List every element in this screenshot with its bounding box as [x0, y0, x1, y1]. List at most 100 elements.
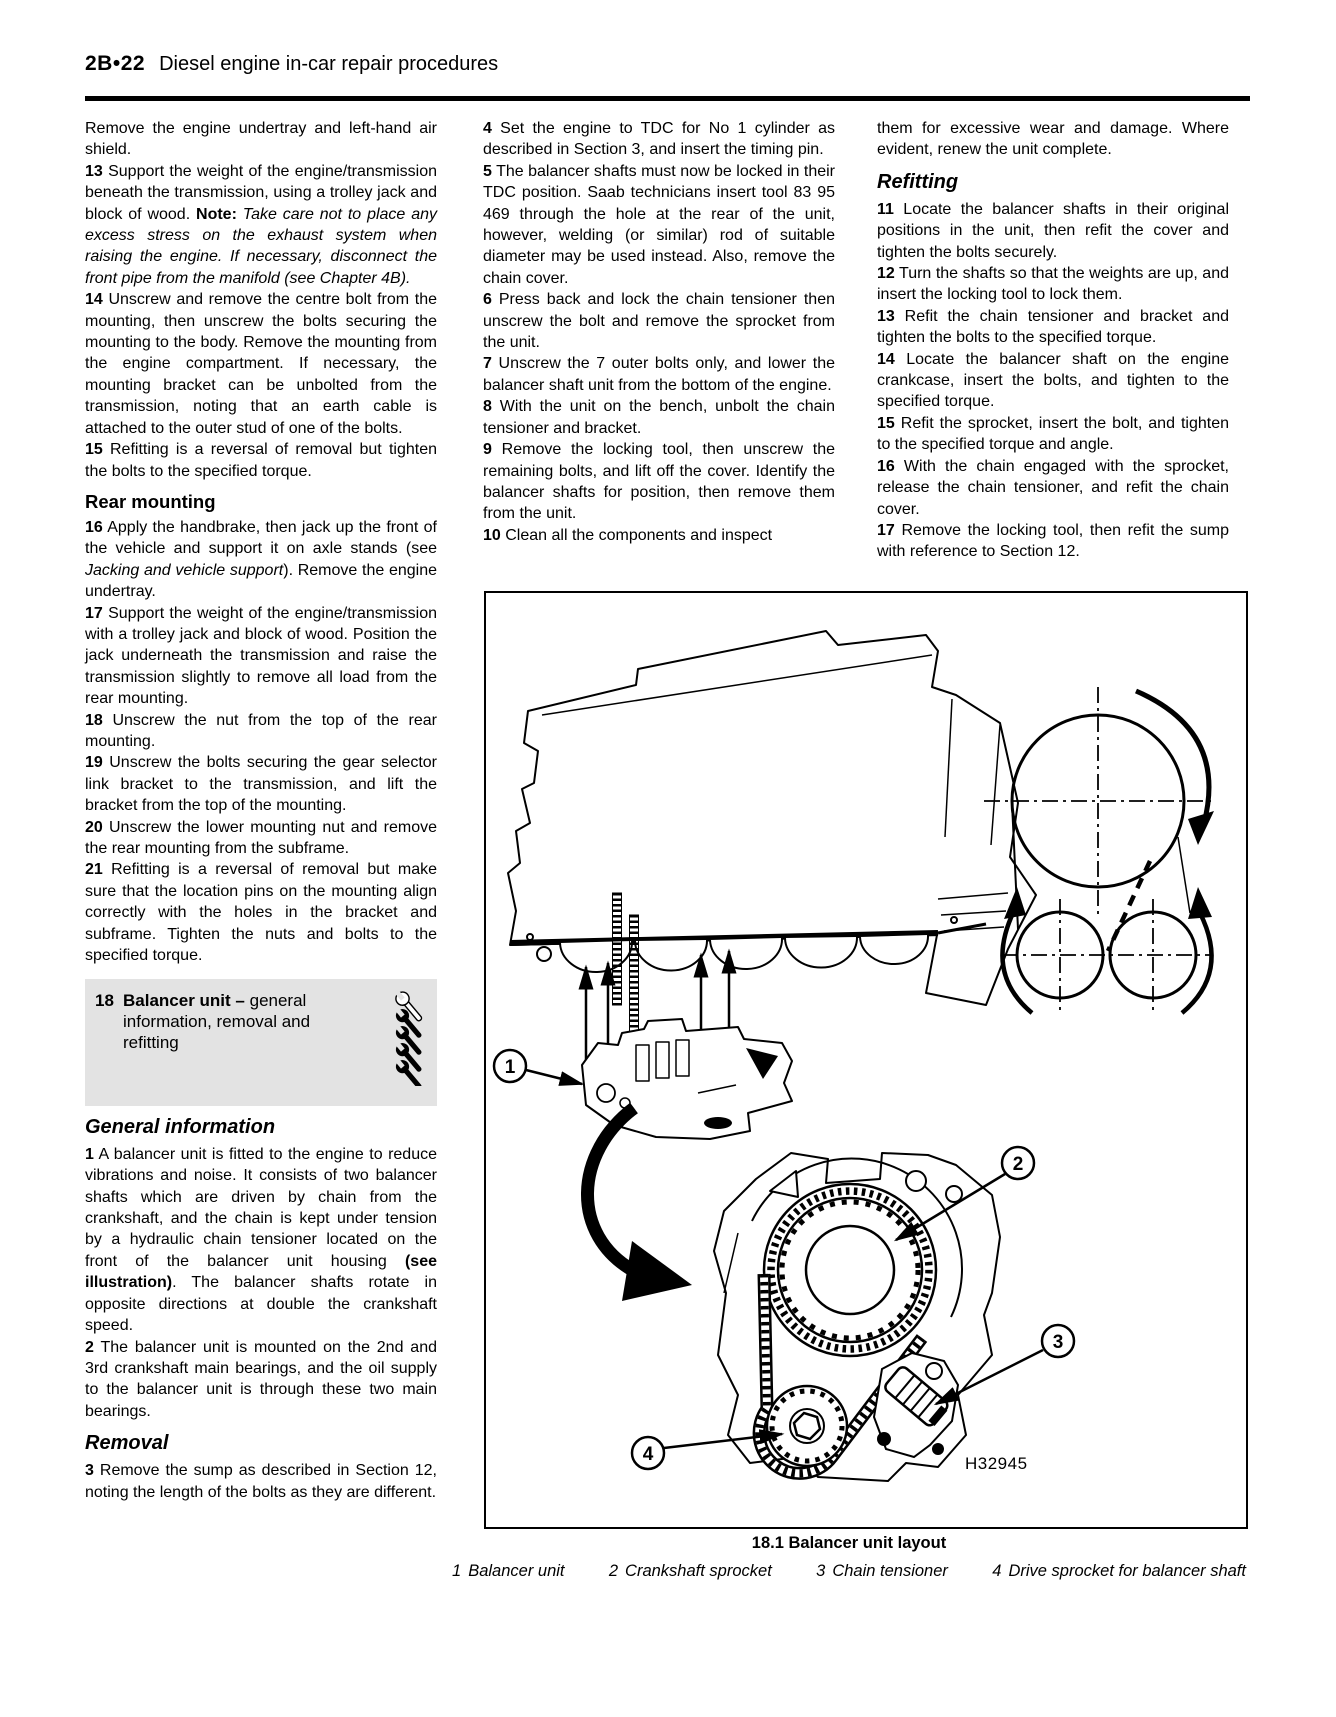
step-number: 16: [85, 518, 103, 536]
paragraph: 3 Remove the sump as described in Sectio…: [85, 1460, 437, 1503]
paragraph: 1 A balancer unit is fitted to the engin…: [85, 1144, 437, 1337]
balancer-drive-sprocket: [765, 1384, 849, 1468]
callout-1-number: 1: [505, 1057, 516, 1078]
step-number: 16: [877, 457, 895, 475]
paragraph: 14 Unscrew and remove the centre bolt fr…: [85, 289, 437, 439]
paragraph: 21 Refitting is a reversal of removal bu…: [85, 859, 437, 966]
text-segment: Remove the locking tool, then refit the …: [877, 521, 1229, 561]
step-number: 21: [85, 861, 103, 879]
callout-4: 4: [630, 1429, 785, 1471]
figure-caption-title: 18.1 Balancer unit layout: [751, 1534, 947, 1552]
section-title: Balancer unit – general information, rem…: [123, 991, 311, 1053]
text-segment: Remove the engine undertray and left-han…: [85, 120, 437, 159]
page-number: 2B•22: [85, 52, 146, 75]
text-segment: The balancer unit is mounted on the 2nd …: [85, 1338, 437, 1420]
column-right: them for excessive wear and damage. Wher…: [877, 118, 1229, 563]
text-segment: Unscrew and remove the centre bolt from …: [85, 291, 437, 437]
sub-heading: Rear mounting: [85, 490, 216, 512]
text-segment: Support the weight of the engine/transmi…: [85, 162, 437, 223]
text-segment: Press back and lock the chain tensioner …: [483, 291, 835, 352]
paragraph: Remove the engine undertray and left-han…: [85, 118, 437, 161]
paragraph: 20 Unscrew the lower mounting nut and re…: [85, 817, 437, 860]
crankshaft-sprocket-and-chain: [752, 1182, 938, 1480]
text-segment: Locate the balancer shafts in their orig…: [877, 200, 1229, 261]
step-number: 14: [85, 291, 103, 309]
text-segment: Set the engine to TDC for No 1 cylinder …: [483, 120, 835, 159]
text-segment: Turn the shafts so that the weights are …: [877, 265, 1229, 304]
callout-1: 1: [492, 1048, 585, 1086]
italic-heading: General information: [85, 1115, 276, 1138]
engine-block-illustration: [507, 630, 1037, 1006]
paragraph: 4 Set the engine to TDC for No 1 cylinde…: [483, 118, 835, 161]
figure-18-1-frame: 1 2 3 4 H32945: [484, 591, 1248, 1529]
step-number: 15: [85, 441, 103, 459]
text-segment: Unscrew the 7 outer bolts only, and lowe…: [483, 355, 835, 394]
italic-heading: Removal: [85, 1432, 169, 1455]
step-number: 4: [483, 120, 492, 137]
paragraph: 16 With the chain engaged with the sproc…: [877, 456, 1229, 520]
step-number: 17: [877, 521, 895, 539]
step-number: 19: [85, 754, 103, 772]
paragraph: 11 Locate the balancer shafts in their o…: [877, 199, 1229, 263]
paragraph: 14 Locate the balancer shaft on the engi…: [877, 349, 1229, 413]
callout-3: 3: [933, 1323, 1076, 1406]
paragraph: 17 Support the weight of the engine/tran…: [85, 603, 437, 710]
text-segment: With the unit on the bench, unbolt the c…: [483, 398, 835, 437]
text-segment: Remove the locking tool, then unscrew th…: [483, 441, 835, 523]
step-number: 1: [85, 1145, 94, 1163]
chain-tensioner-illustration: [872, 1351, 960, 1459]
paragraph: 6 Press back and lock the chain tensione…: [483, 289, 835, 353]
paragraph: 13 Support the weight of the engine/tran…: [85, 161, 437, 289]
paragraph: 12 Turn the shafts so that the weights a…: [877, 263, 1229, 306]
paragraph: 13 Refit the chain tensioner and bracket…: [877, 306, 1229, 349]
paragraph: 17 Remove the locking tool, then refit t…: [877, 520, 1229, 563]
text-segment: Apply the handbrake, then jack up the fr…: [85, 518, 437, 558]
paragraph: 8 With the unit on the bench, unbolt the…: [483, 396, 835, 439]
header-rule: [85, 96, 1250, 101]
balancer-unit-diagram: 1 2 3 4 H32945: [492, 630, 1214, 1482]
text-segment: Refit the sprocket, insert the bolt, and…: [877, 414, 1229, 454]
section-number: 18: [95, 991, 114, 1011]
italic-heading: Refitting: [877, 170, 959, 193]
step-number: 10: [483, 526, 501, 544]
paragraph: 10 Clean all the components and inspect: [483, 525, 835, 546]
paragraph: 15 Refitting is a reversal of removal bu…: [85, 439, 437, 482]
illustration-ref-code: H32945: [965, 1454, 1028, 1473]
text-segment: Refitting is a reversal of removal but t…: [85, 441, 437, 480]
text-segment: (see illustration): [85, 1252, 437, 1292]
text-segment: Clean all the components and inspect: [500, 526, 773, 544]
difficulty-spanner-icons: [383, 989, 429, 1092]
paragraph: 5 The balancer shafts must now be locked…: [483, 161, 835, 289]
step-number: 9: [483, 441, 492, 459]
text-segment: With the chain engaged with the sprocket…: [877, 457, 1229, 518]
callout-2-number: 2: [1013, 1154, 1024, 1175]
text-segment: Unscrew the nut from the top of the rear…: [85, 711, 437, 750]
step-number: 13: [85, 162, 103, 180]
step-number: 8: [483, 398, 492, 416]
step-number: 3: [85, 1462, 94, 1480]
paragraph: 2 The balancer unit is mounted on the 2n…: [85, 1337, 437, 1423]
spanner-icon-stack: [394, 989, 423, 1090]
text-segment: them for excessive wear and damage. Wher…: [877, 120, 1229, 159]
column-left: Remove the engine undertray and left-han…: [85, 118, 437, 1503]
text-segment: Take care not to place any excess stress…: [85, 205, 438, 287]
callout-2: 2: [893, 1145, 1036, 1242]
paragraph: them for excessive wear and damage. Wher…: [877, 118, 1229, 161]
text-segment: Refitting is a reversal of removal but m…: [85, 861, 437, 965]
text-segment: Support the weight of the engine/transmi…: [85, 604, 437, 708]
step-number: 12: [877, 265, 895, 283]
paragraph: 7 Unscrew the 7 outer bolts only, and lo…: [483, 353, 835, 396]
text-segment: A balancer unit is fitted to the engine …: [85, 1145, 437, 1270]
step-number: 11: [877, 200, 894, 218]
text-segment: Unscrew the bolts securing the gear sele…: [85, 754, 437, 815]
callout-3-number: 3: [1053, 1332, 1064, 1353]
text-segment: Locate the balancer shaft on the engine …: [877, 350, 1229, 411]
step-number: 17: [85, 604, 103, 622]
section-heading-box: 18 Balancer unit – general information, …: [85, 979, 437, 1106]
